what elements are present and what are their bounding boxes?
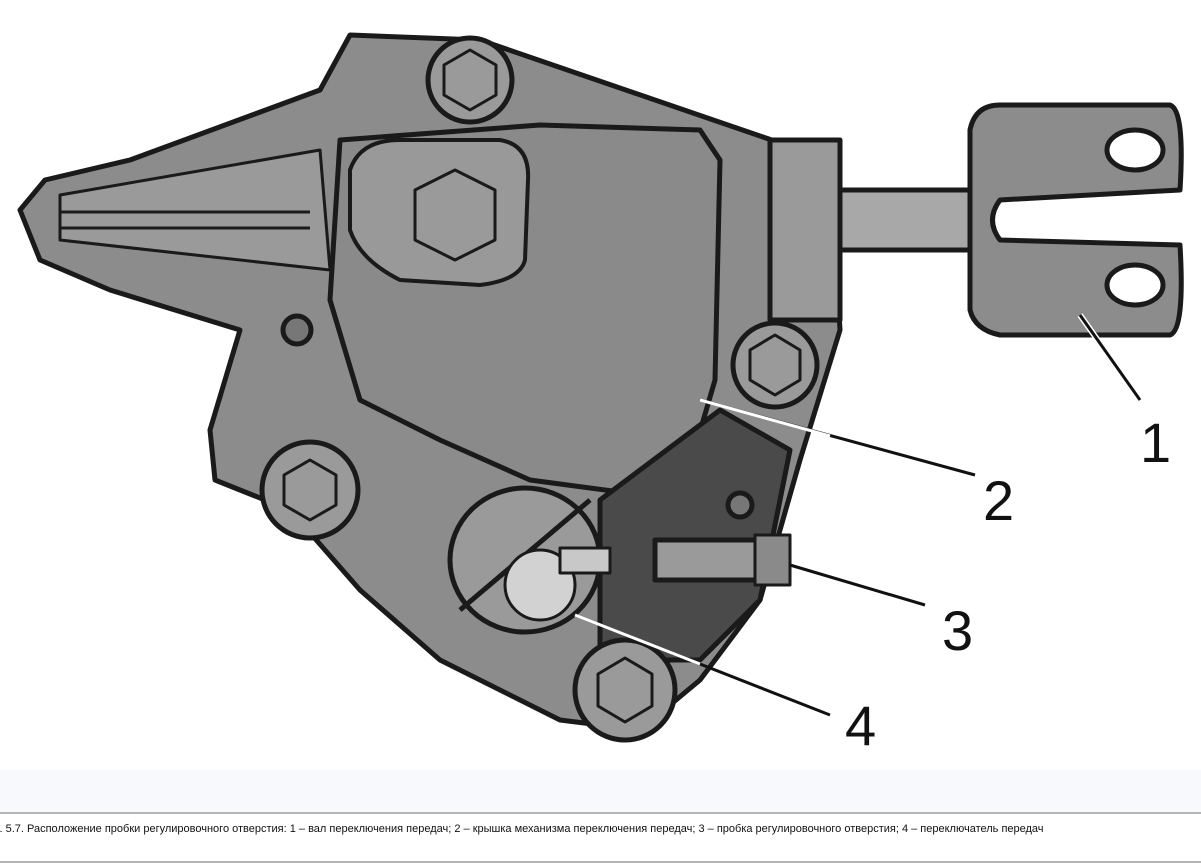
caption-band: [0, 770, 1201, 812]
caption-top-rule: [0, 812, 1201, 814]
figure-caption: с. 5.7. Расположение пробки регулировочн…: [0, 823, 1044, 835]
callout-1: 1: [1140, 411, 1171, 474]
caption-bottom-rule: [0, 861, 1201, 863]
bolt-icon: [259, 35, 820, 743]
gearshift-mechanism-illustration: 1 2 3 4: [17, 32, 1184, 757]
callout-3: 3: [942, 599, 973, 662]
callout-2: 2: [983, 469, 1014, 532]
callout-4: 4: [845, 694, 876, 757]
